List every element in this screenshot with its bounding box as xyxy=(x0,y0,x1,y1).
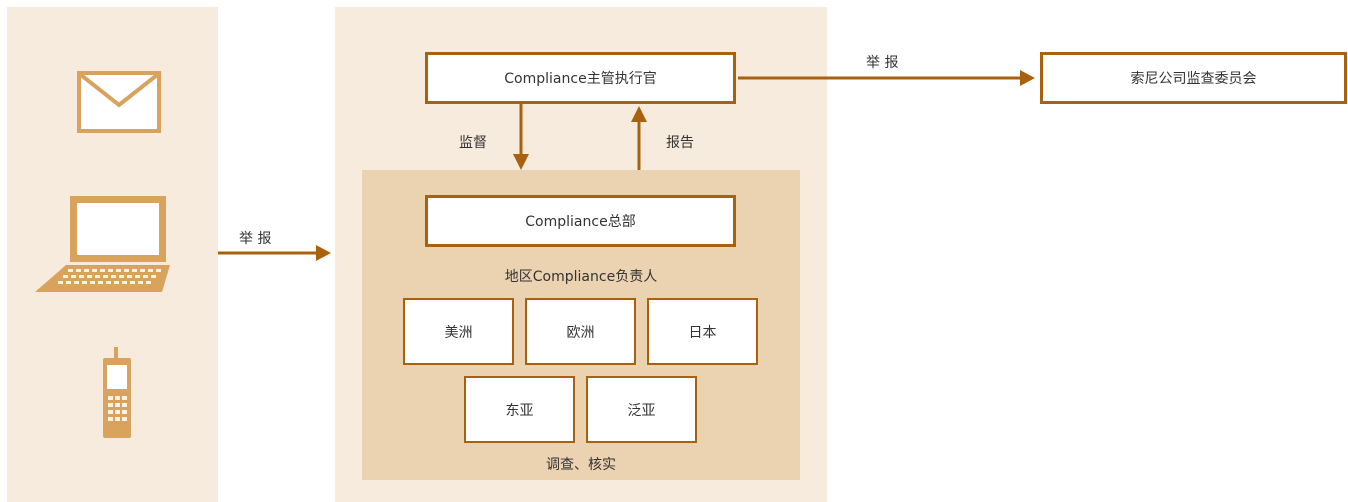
region-box-east-asia: 东亚 xyxy=(464,376,575,443)
supervise-arrow xyxy=(513,104,529,170)
audit-committee-box: 索尼公司监查委员会 xyxy=(1040,52,1347,104)
regional-heads-label: 地区Compliance负责人 xyxy=(504,269,658,285)
report-in-label: 举 报 xyxy=(239,231,272,247)
report-up-arrow xyxy=(631,106,647,170)
region-box-europe: 欧洲 xyxy=(525,298,636,365)
region-box-japan: 日本 xyxy=(647,298,758,365)
investigate-label: 调查、核实 xyxy=(546,457,616,473)
report-out-label: 举 报 xyxy=(866,55,899,71)
compliance-hq-box: Compliance总部 xyxy=(425,195,736,247)
region-box-americas: 美洲 xyxy=(403,298,514,365)
report-out-arrow xyxy=(738,70,1035,86)
report-up-label: 报告 xyxy=(666,135,694,151)
cco-box: Compliance主管执行官 xyxy=(425,52,736,104)
region-box-pan-asia: 泛亚 xyxy=(586,376,697,443)
envelope-icon xyxy=(77,71,161,133)
report-in-arrow xyxy=(218,245,331,261)
laptop-icon xyxy=(35,196,170,292)
mobile-phone-icon xyxy=(103,347,131,438)
supervise-label: 监督 xyxy=(459,135,487,151)
